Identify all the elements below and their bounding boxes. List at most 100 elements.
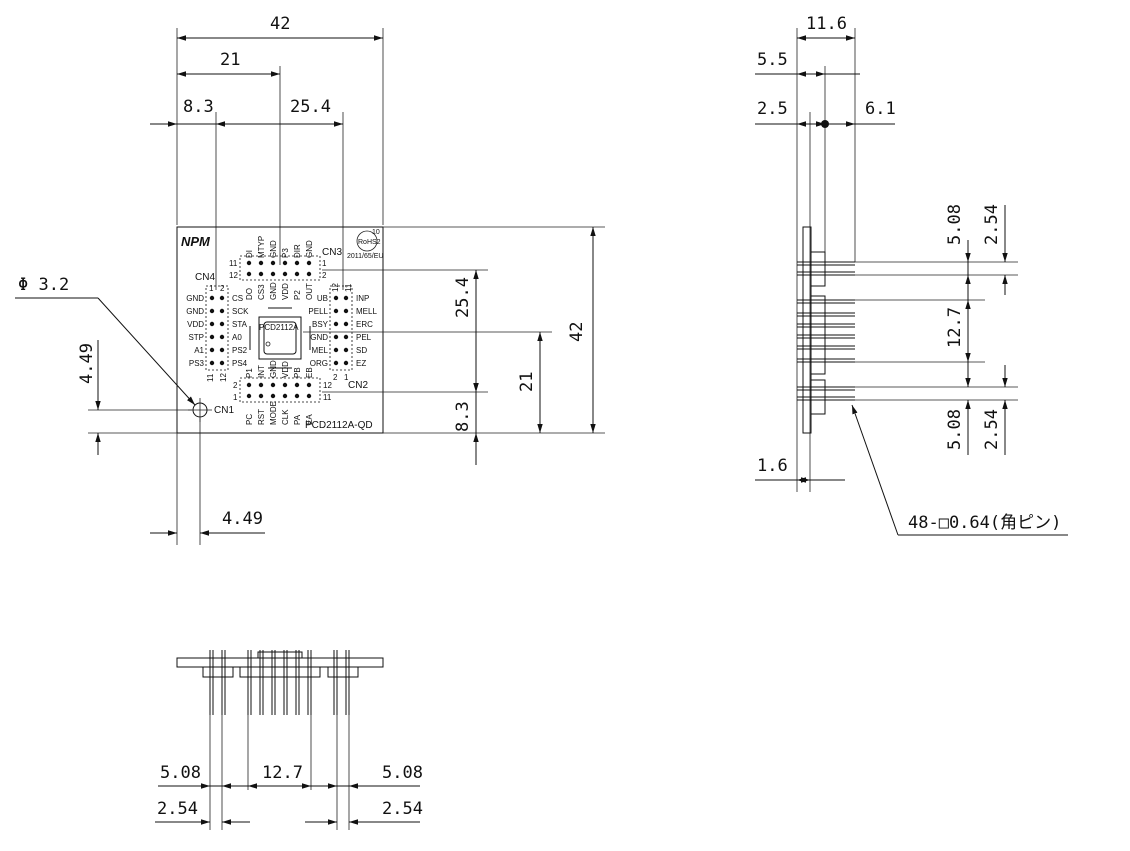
svg-text:PB: PB (293, 367, 302, 378)
svg-text:PS4: PS4 (232, 359, 248, 368)
svg-text:VDD: VDD (187, 320, 204, 329)
cn3-top-signals: DI MTYP GND P3 DIR GND (245, 236, 314, 258)
cn3-label: CN3 (322, 247, 342, 258)
cn3-pin-1: 1 (322, 259, 327, 268)
dim-5-08-bot: 5.08 (945, 409, 965, 450)
dim-offset-8-3: 8.3 (183, 97, 214, 117)
dim-right-25-4: 25.4 (453, 277, 473, 318)
cn4-label: CN4 (195, 272, 215, 283)
svg-text:INP: INP (356, 294, 369, 303)
svg-text:PS3: PS3 (189, 359, 205, 368)
dim-right-8-3: 8.3 (453, 401, 473, 432)
dim-11-6: 11.6 (806, 14, 847, 34)
dim-2-54-bot: 2.54 (982, 409, 1002, 450)
cn4-pin-2: 2 (220, 284, 225, 293)
cn2-pin-2: 2 (333, 373, 338, 382)
svg-text:EA: EA (305, 414, 314, 425)
side-pins (797, 261, 855, 401)
front-dim-right-5-08: 5.08 (382, 763, 423, 783)
svg-text:INT: INT (257, 365, 266, 378)
dim-5-08-top: 5.08 (945, 204, 965, 245)
dim-right-21: 21 (517, 372, 537, 392)
svg-text:GND: GND (310, 333, 328, 342)
front-pins (209, 650, 350, 715)
front-dim-12-7: 12.7 (262, 763, 303, 783)
svg-text:ERC: ERC (356, 320, 373, 329)
dim-hole-x: 4.49 (222, 509, 263, 529)
cn2-left-signals: UB PELL BSY GND MEL ORG (308, 294, 328, 368)
svg-text:GND: GND (269, 360, 278, 378)
rohs-mark-icon (356, 230, 378, 252)
chip-label: PCD2112A (259, 323, 299, 332)
front-dim-left-2-54: 2.54 (157, 799, 198, 819)
board-outline (176, 226, 384, 434)
dim-hole-y: 4.49 (77, 343, 97, 384)
svg-text:P3: P3 (281, 248, 290, 258)
svg-text:SCK: SCK (232, 307, 249, 316)
dim-span-25-4: 25.4 (290, 97, 331, 117)
rohs-date: 2011/65/EU (347, 253, 383, 260)
svg-text:A0: A0 (232, 333, 242, 342)
front-pcb (176, 657, 384, 668)
svg-text:P1: P1 (245, 368, 254, 378)
dim-6-1: 6.1 (865, 99, 896, 119)
cn1-label: CN1 (214, 405, 234, 416)
dim-hole-dia: Φ 3.2 (18, 275, 69, 295)
svg-text:EZ: EZ (356, 359, 366, 368)
dim-half-21: 21 (220, 50, 240, 70)
svg-text:OUT: OUT (305, 283, 314, 300)
front-view: 5.08 12.7 5.08 2.54 2.54 (155, 650, 423, 830)
svg-text:MEL: MEL (312, 346, 329, 355)
cn1-bottom-signals: PC RST MODE CLK PA EA (245, 401, 314, 425)
front-dim-right-2-54: 2.54 (382, 799, 423, 819)
cn1-pin-11: 11 (323, 393, 332, 402)
cn3-pin-12: 12 (229, 271, 238, 280)
cn2-pin-12: 12 (331, 283, 340, 292)
cn4-right-signals: CS SCK STA A0 PS2 PS4 (232, 294, 249, 368)
cn1-pin-12: 12 (323, 381, 332, 390)
svg-text:PA: PA (293, 414, 302, 425)
svg-text:A1: A1 (194, 346, 204, 355)
svg-text:ORG: ORG (310, 359, 328, 368)
cn3-pins (246, 260, 312, 277)
cn4-left-signals: GND GND VDD STP A1 PS3 (186, 294, 204, 368)
svg-text:DI: DI (245, 250, 254, 258)
dim-right-42: 42 (567, 322, 587, 342)
cn2-label: CN2 (348, 380, 368, 391)
cn2-right-signals: INP MELL ERC PEL SD EZ (356, 294, 377, 368)
cn2-pin-1: 1 (344, 373, 349, 382)
svg-text:UB: UB (317, 294, 328, 303)
cn1-pin-1: 1 (233, 393, 238, 402)
svg-text:CS: CS (232, 294, 243, 303)
dim-2-54-top: 2.54 (982, 204, 1002, 245)
cn4-pin-12: 12 (219, 373, 228, 382)
dim-12-7: 12.7 (945, 307, 965, 348)
npm-logo: NPM (181, 234, 211, 249)
svg-text:STA: STA (232, 320, 248, 329)
cn1-pin-2: 2 (233, 381, 238, 390)
datum-dot (821, 120, 829, 128)
svg-text:DIR: DIR (293, 244, 302, 258)
top-view: 42 21 8.3 25.4 NPM RoHS2 10 2011/65/EU C… (15, 14, 605, 545)
svg-text:SD: SD (356, 346, 367, 355)
cn4-pin-1: 1 (209, 284, 214, 293)
svg-text:CS3: CS3 (257, 284, 266, 300)
svg-text:BSY: BSY (312, 320, 329, 329)
cn2-pins (333, 295, 349, 366)
central-chip (249, 307, 311, 369)
svg-text:GND: GND (186, 294, 204, 303)
cn1-top-signals: P1 INT GND VDD PB EB (245, 360, 314, 378)
cn2-pin-11: 11 (344, 283, 353, 292)
rohs-label: RoHS2 (358, 239, 381, 246)
svg-text:MODE: MODE (269, 401, 278, 425)
svg-text:GND: GND (186, 307, 204, 316)
svg-text:MELL: MELL (356, 307, 377, 316)
cn3-pin-11: 11 (229, 259, 238, 268)
svg-text:VDD: VDD (281, 283, 290, 300)
cn4-pin-11: 11 (206, 373, 215, 382)
svg-text:GND: GND (269, 240, 278, 258)
svg-text:DO: DO (245, 288, 254, 300)
dim-2-5: 2.5 (757, 99, 788, 119)
cn1-pins (246, 382, 312, 399)
dim-1-6: 1.6 (757, 456, 788, 476)
